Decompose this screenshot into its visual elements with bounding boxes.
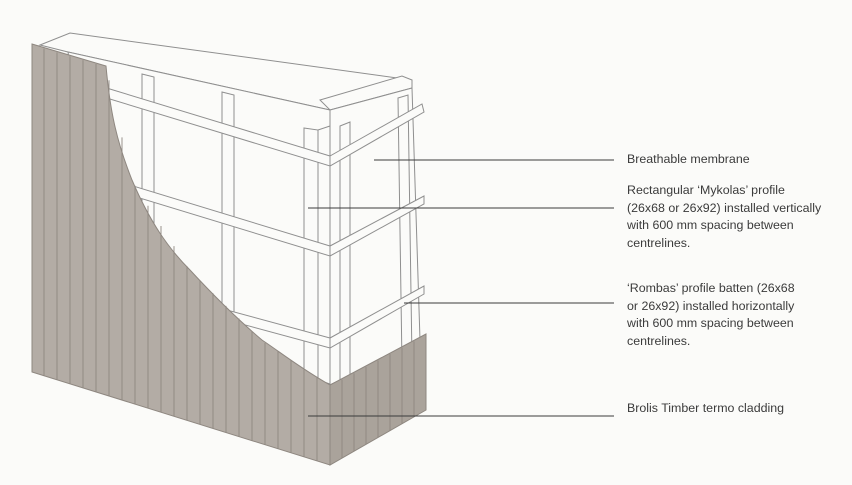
cladding-layer: [31, 43, 427, 466]
label-breathable-membrane: Breathable membrane: [627, 152, 750, 166]
cladding-left-face: [31, 43, 331, 466]
horizontal-battens: [99, 85, 425, 349]
label-rombas-batten: ‘Rombas’ profile batten (26x68 or 26x92)…: [627, 281, 795, 348]
vertical-profiles: [141, 73, 413, 385]
cladding-board-joints: [43, 48, 415, 461]
batten: [329, 103, 425, 167]
vertical-profile: [339, 121, 351, 383]
label-mykolas-profile: Rectangular ‘Mykolas’ profile (26x68 or …: [627, 183, 822, 250]
batten: [329, 285, 425, 349]
batten: [329, 195, 425, 257]
vertical-profile: [317, 125, 331, 385]
leader-lines: [308, 159, 614, 417]
label-cladding: Brolis Timber termo cladding: [627, 401, 785, 415]
